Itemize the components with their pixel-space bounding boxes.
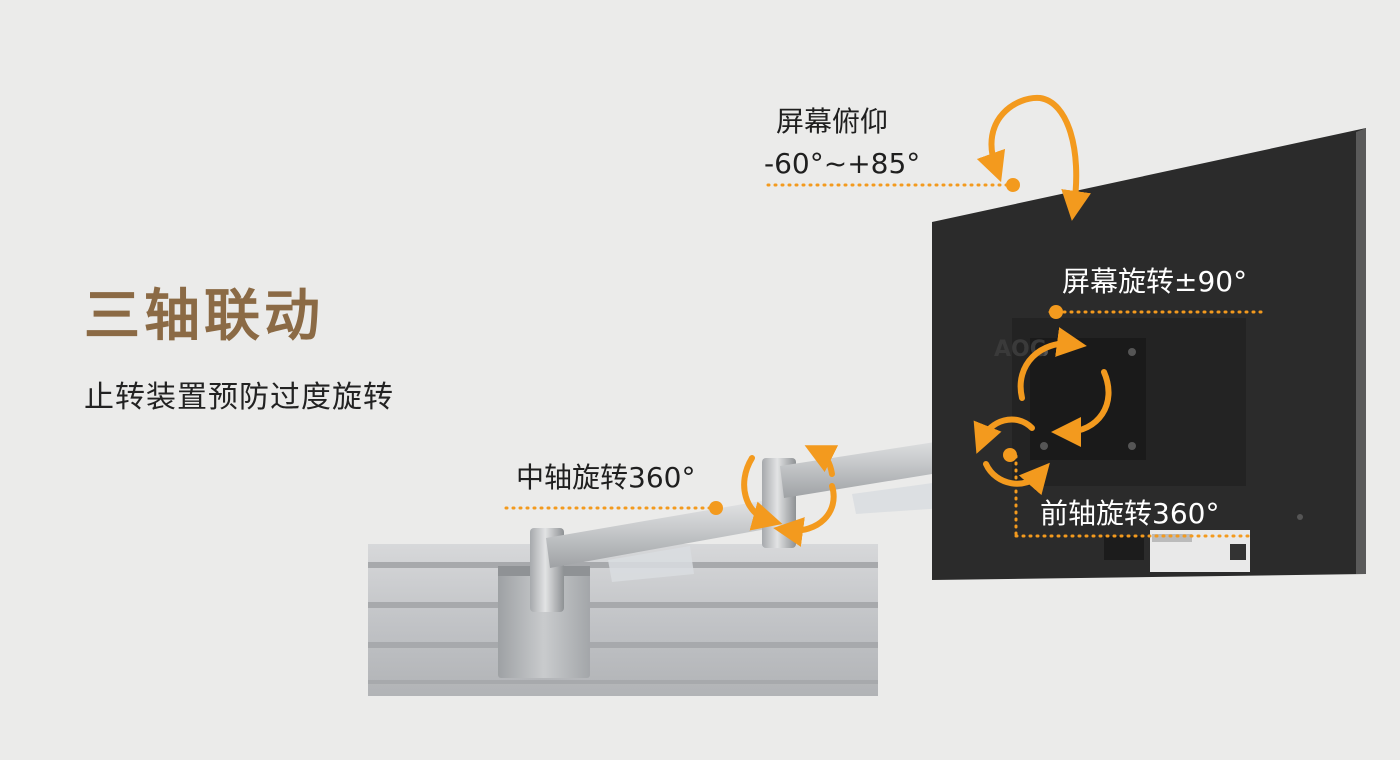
front-axis-label: 前轴旋转360° <box>1040 497 1220 530</box>
tilt-label: 屏幕俯仰 <box>776 105 889 138</box>
arm-segment-rear <box>546 496 794 582</box>
rotation-arrows <box>741 94 1112 547</box>
leader-lines <box>504 183 1264 538</box>
monitor <box>932 128 1366 580</box>
middle-axis-label: 中轴旋转360° <box>516 461 696 494</box>
tilt-range-label: -60°~+85° <box>764 147 921 180</box>
page-subtitle: 止转装置预防过度旋转 <box>84 380 394 415</box>
page-title: 三轴联动 <box>84 284 324 349</box>
screen-rotation-label: 屏幕旋转±90° <box>1062 265 1248 298</box>
